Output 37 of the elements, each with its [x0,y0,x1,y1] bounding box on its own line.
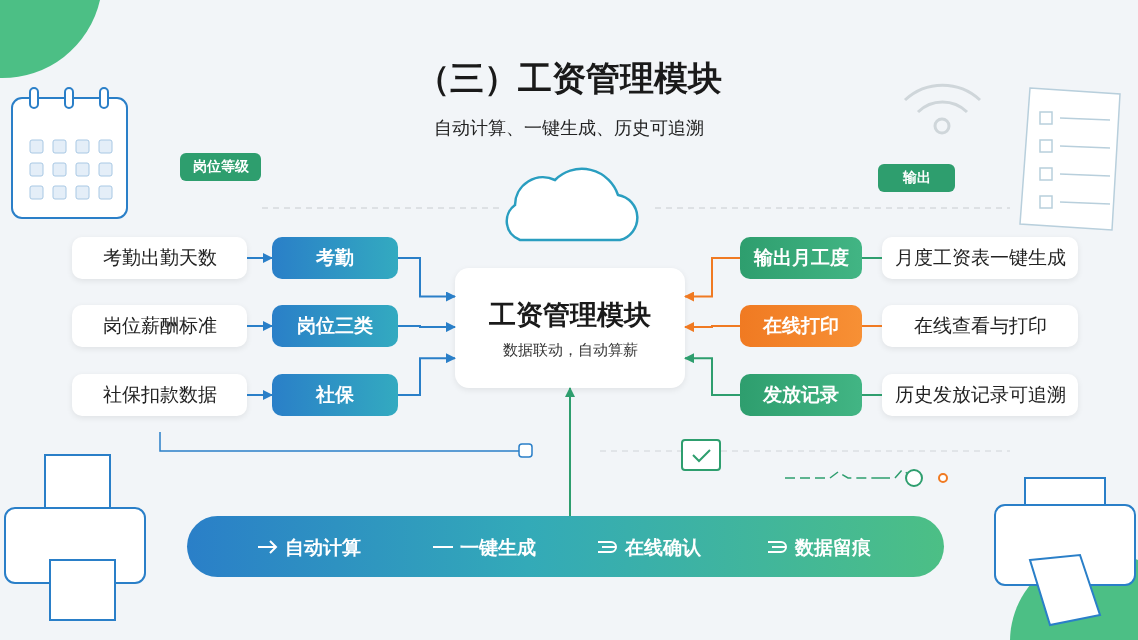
arrow [684,257,741,302]
arrow [684,353,741,396]
feature-label: 一键生成 [460,535,536,560]
info-box: 社保扣款数据 [72,374,247,416]
tag-bubble: 岗位等级 [180,153,261,181]
info-box: 岗位薪酬标准 [72,305,247,347]
subtitle: 自动计算、一键生成、历史可追溯 [433,116,705,140]
feature-label: 在线确认 [625,535,701,560]
arrow [246,390,273,400]
info-box: 在线查看与打印 [882,305,1078,347]
category-box: 岗位三类 [272,305,398,347]
category-box: 发放记录 [740,374,862,416]
feature-label: 自动计算 [285,535,361,560]
info-box: 历史发放记录可追溯 [882,374,1078,416]
connector-line [861,325,883,327]
arrow [684,322,741,333]
arrow [397,322,456,333]
feature-label: 数据留痕 [795,535,871,560]
info-box: 月度工资表一键生成 [882,237,1078,279]
arrow [565,387,575,517]
connector-line [861,394,883,396]
category-box: 输出月工度 [740,237,862,279]
tag-bubble: 输出 [878,164,955,192]
title: （三）工资管理模块 [415,57,723,100]
arrow [246,253,273,263]
category-box: 在线打印 [740,305,862,347]
module-box [455,268,685,388]
connector-line [861,257,883,259]
box-subtitle: 数据联动，自动算薪 [502,340,638,360]
category-box: 社保 [272,374,398,416]
info-box: 考勤出勤天数 [72,237,247,279]
arrow [246,321,273,331]
arrow [397,353,456,396]
feature-banner [187,516,944,577]
box-title: 工资管理模块 [489,297,651,332]
arrow [397,257,456,302]
category-box: 考勤 [272,237,398,279]
